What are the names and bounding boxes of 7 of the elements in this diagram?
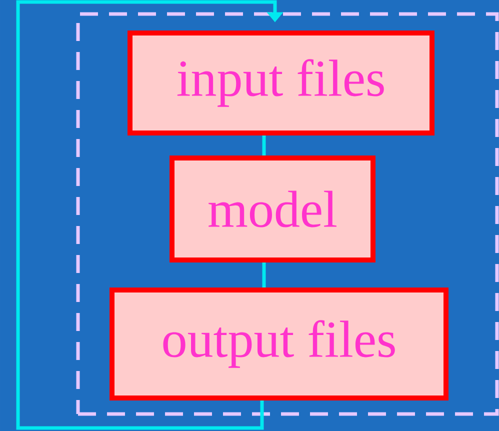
connector <box>262 262 266 288</box>
connector <box>16 0 284 430</box>
process-box: input files <box>128 30 434 136</box>
process-box: model <box>170 156 376 262</box>
dashed-frame <box>76 12 499 416</box>
connector <box>262 136 266 156</box>
process-box: output files <box>110 287 448 400</box>
